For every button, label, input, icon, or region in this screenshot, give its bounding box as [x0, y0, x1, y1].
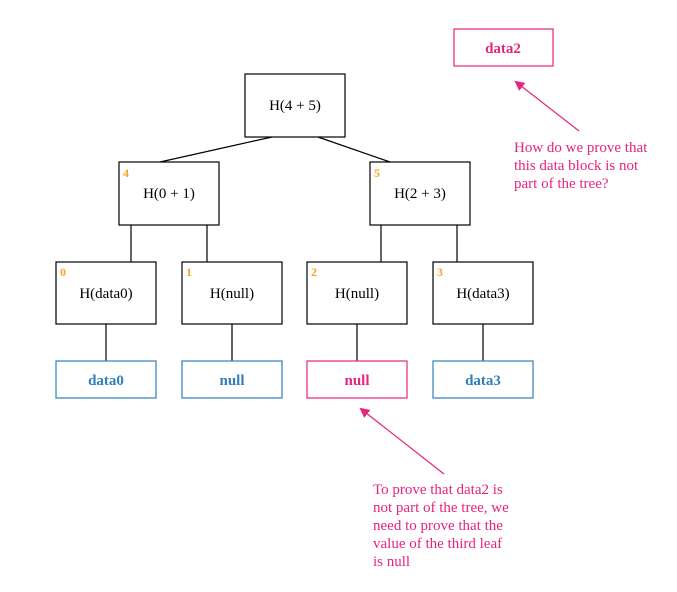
node-5-index: 5	[374, 166, 380, 180]
node-root: H(4 + 5)	[244, 73, 346, 138]
leaf-data3-label: data3	[465, 373, 501, 389]
node-4-index: 4	[123, 166, 129, 180]
leaf-data0: data0	[55, 360, 157, 399]
question-note: How do we prove that this data block is …	[514, 140, 651, 192]
arrow-to-null-leaf	[359, 407, 445, 475]
answer-line-3: need to prove that the	[373, 518, 503, 534]
answer-note: To prove that data2 is not part of the t…	[373, 482, 513, 570]
node-5: 5 H(2 + 3)	[369, 161, 471, 226]
answer-line-5: is null	[373, 554, 410, 570]
node-1-label: H(null)	[210, 286, 254, 302]
answer-line-4: value of the third leaf	[373, 536, 502, 552]
node-4-label: H(0 + 1)	[143, 186, 195, 202]
node-0: 0 H(data0)	[55, 261, 157, 325]
node-1-index: 1	[186, 265, 192, 279]
leaf-null-2-label: null	[344, 373, 369, 389]
question-line-2: this data block is not	[514, 158, 639, 174]
node-3-index: 3	[437, 265, 443, 279]
edge-root-to-4	[159, 136, 273, 163]
edge-root-to-5	[317, 136, 391, 163]
leaf-data3: data3	[432, 360, 534, 399]
query-block-data2: data2	[453, 28, 554, 67]
node-5-label: H(2 + 3)	[394, 186, 446, 202]
leaf-null-1: null	[181, 360, 283, 399]
node-0-label: H(data0)	[79, 286, 132, 302]
node-2-index: 2	[311, 265, 317, 279]
node-0-index: 0	[60, 265, 66, 279]
question-line-1: How do we prove that	[514, 140, 648, 156]
node-4: 4 H(0 + 1)	[118, 161, 220, 226]
leaf-null-1-label: null	[219, 373, 244, 389]
node-2-label: H(null)	[335, 286, 379, 302]
node-2: 2 H(null)	[306, 261, 408, 325]
arrow-to-data2	[514, 80, 580, 132]
question-line-3: part of the tree?	[514, 176, 609, 192]
node-3-label: H(data3)	[456, 286, 509, 302]
node-1: 1 H(null)	[181, 261, 283, 325]
answer-line-2: not part of the tree, we	[373, 500, 509, 516]
answer-line-1: To prove that data2 is	[373, 482, 503, 498]
leaf-data0-label: data0	[88, 373, 124, 389]
node-3: 3 H(data3)	[432, 261, 534, 325]
tree-edges	[105, 136, 484, 361]
query-block-label: data2	[485, 41, 521, 57]
node-root-label: H(4 + 5)	[269, 98, 321, 114]
leaf-null-2: null	[306, 360, 408, 399]
